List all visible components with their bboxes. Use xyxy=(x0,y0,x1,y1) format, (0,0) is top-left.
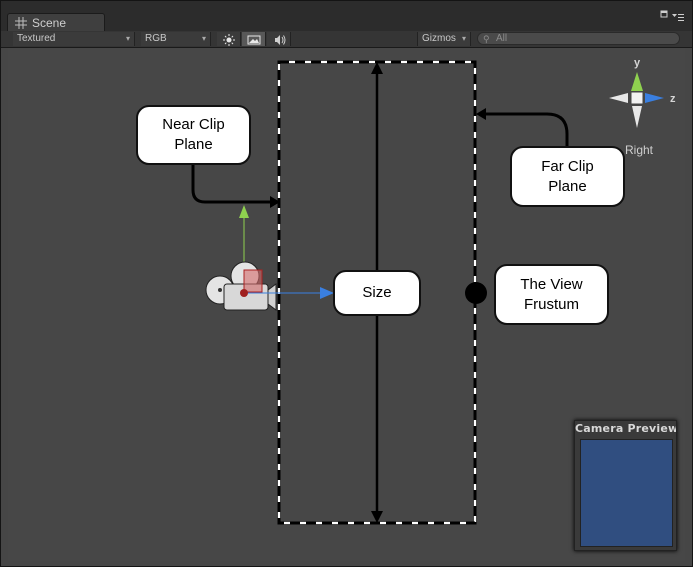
window-controls xyxy=(660,10,686,24)
gizmo-view-label[interactable]: Right xyxy=(625,143,654,157)
menu-icon[interactable] xyxy=(672,14,684,24)
render-mode-dropdown[interactable]: Textured ▾ xyxy=(13,32,135,46)
scene-viewport[interactable]: y z Near Clip Plane Far Clip Plane Size … xyxy=(8,48,685,561)
far-clip-arrowhead xyxy=(476,108,486,120)
neg-z-axis-cone xyxy=(609,93,628,103)
grid-icon xyxy=(15,17,27,29)
search-placeholder: All xyxy=(496,33,508,44)
y-axis-cone xyxy=(631,72,643,91)
orientation-gizmo[interactable]: y z xyxy=(609,57,676,128)
callout-near-clip-plane: Near Clip Plane xyxy=(136,105,251,165)
sun-icon xyxy=(223,34,235,46)
scene-drawing: y z xyxy=(191,57,676,525)
callout-size: Size xyxy=(333,270,421,316)
speaker-icon xyxy=(275,35,286,45)
chevron-down-icon: ▾ xyxy=(461,34,466,43)
image-icon xyxy=(247,35,261,45)
search-input[interactable]: ⚲ All xyxy=(477,32,680,45)
tab-scene[interactable]: Scene xyxy=(7,13,105,32)
near-clip-arrow xyxy=(191,162,270,204)
scene-effects-toggle[interactable] xyxy=(242,32,266,46)
callout-view-frustum: The View Frustum xyxy=(494,264,609,325)
callout-far-clip-plane: Far Clip Plane xyxy=(510,146,625,207)
lighting-toggle[interactable] xyxy=(217,32,241,46)
maximize-icon[interactable] xyxy=(660,10,670,20)
audio-toggle[interactable] xyxy=(267,32,291,46)
gizmos-dropdown[interactable]: Gizmos ▾ xyxy=(417,32,471,46)
search-icon: ⚲ xyxy=(483,34,490,44)
camera-preview-panel: Camera Preview xyxy=(574,420,677,551)
callout-view-frustum-text: The View Frustum xyxy=(520,275,583,313)
scene-toolbar: Textured ▾ RGB ▾ xyxy=(1,31,692,48)
frustum-dot xyxy=(465,282,487,304)
tab-bar: Scene xyxy=(1,1,692,32)
gizmo-z-label: z xyxy=(670,93,676,105)
chevron-updown-icon: ▾ xyxy=(125,34,130,43)
near-clip-arrowhead xyxy=(270,196,280,208)
callout-far-clip-text: Far Clip Plane xyxy=(541,157,594,195)
channel-value: RGB xyxy=(145,33,167,44)
camera-gizmo[interactable] xyxy=(205,205,334,311)
tab-scene-label: Scene xyxy=(32,16,67,30)
camera-preview-title: Camera Preview xyxy=(575,422,676,435)
channel-dropdown[interactable]: RGB ▾ xyxy=(141,32,211,46)
render-mode-value: Textured xyxy=(17,33,56,44)
camera-preview-screen xyxy=(580,439,673,547)
callout-size-text: Size xyxy=(362,284,392,301)
z-axis-cone xyxy=(645,93,664,103)
neg-y-axis-cone xyxy=(632,106,642,128)
gizmo-y-label: y xyxy=(634,57,641,69)
callout-near-clip-text: Near Clip Plane xyxy=(162,116,225,153)
chevron-updown-icon: ▾ xyxy=(201,34,206,43)
gizmo-center-cube xyxy=(630,91,644,105)
far-clip-arrow xyxy=(486,112,569,148)
gizmos-label: Gizmos xyxy=(422,33,456,44)
